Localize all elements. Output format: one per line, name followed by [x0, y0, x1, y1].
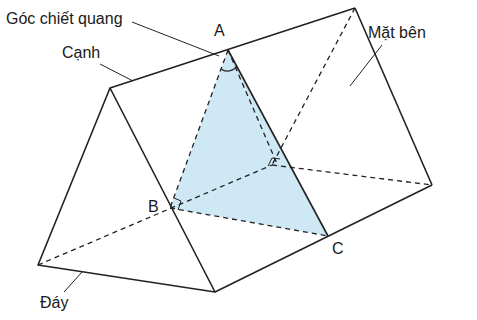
vertex-label: B: [148, 198, 159, 216]
cross-section: [170, 50, 328, 236]
right-angle-mark: [174, 198, 181, 210]
callout-label: Mặt bên: [368, 24, 426, 42]
angle-arc: [221, 67, 237, 71]
callout-label: Đáy: [40, 294, 68, 312]
callout-label: Cạnh: [62, 44, 100, 62]
leader-lines: [64, 22, 382, 292]
vertex-label: A: [214, 22, 225, 40]
vertex-label: C: [332, 240, 344, 258]
visible-edges: [38, 8, 432, 292]
hidden-edges: [38, 8, 432, 265]
right-angle-mark: [268, 158, 280, 166]
callout-label: Góc chiết quang: [6, 10, 123, 28]
